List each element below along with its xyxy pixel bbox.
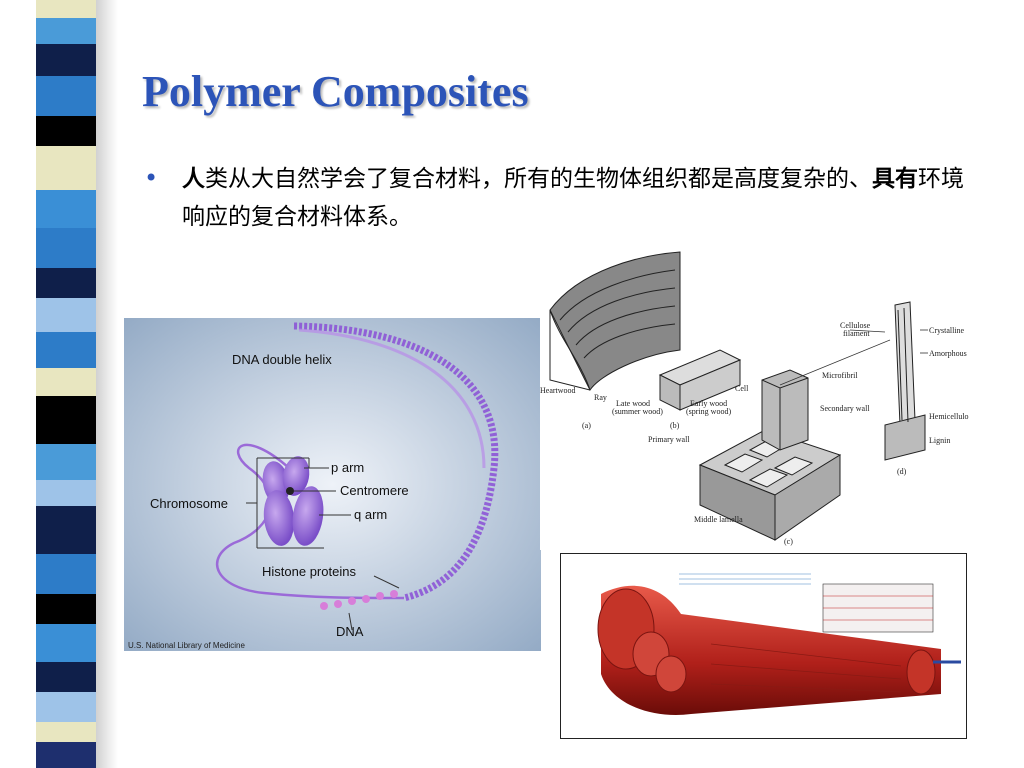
label-crystalline: Crystalline xyxy=(929,326,965,335)
chromosome-shape xyxy=(262,456,324,546)
label-microfibril: Microfibril xyxy=(822,371,858,380)
label-b: (b) xyxy=(670,421,680,430)
label-hemicellulose: Hemicellulo xyxy=(929,412,969,421)
dna-chromosome-image: DNA double helix p arm Centromere q arm … xyxy=(124,318,541,651)
label-dna-double-helix: DNA double helix xyxy=(232,352,332,367)
label-p-arm: p arm xyxy=(331,460,364,475)
label-cell: Cell xyxy=(735,384,749,393)
bullet-bold-mid: 具有 xyxy=(872,166,918,192)
label-q-arm: q arm xyxy=(354,507,387,522)
label-lignin: Lignin xyxy=(929,436,950,445)
bullet-text: 人类从大自然学会了复合材料，所有的生物体组织都是高度复杂的、具有环境响应的复合材… xyxy=(182,160,982,236)
label-c: (c) xyxy=(784,537,793,546)
label-amorphous: Amorphous xyxy=(929,349,967,358)
bullet-text-mid: 类从大自然学会了复合材料，所有的生物体组织都是高度复杂的、 xyxy=(205,166,872,192)
label-late-wood: Late wood xyxy=(616,399,650,408)
label-a: (a) xyxy=(582,421,591,430)
label-cellulose: Cellulose xyxy=(840,321,871,330)
wood-structure-image: Heartwood Ray (a) Late wood (summer wood… xyxy=(540,250,980,550)
slide-title: Polymer Composites xyxy=(142,67,529,116)
label-heartwood: Heartwood xyxy=(540,386,576,395)
label-middle-lamella: Middle lamella xyxy=(694,515,743,524)
label-histone: Histone proteins xyxy=(262,564,356,579)
decorative-stripe-bar xyxy=(0,0,118,768)
label-centromere: Centromere xyxy=(340,483,409,498)
bullet-dot-icon: • xyxy=(144,164,159,192)
muscle-fiber-image xyxy=(560,553,967,739)
bullet-bold-prefix: 人 xyxy=(182,166,205,192)
image-credit: U.S. National Library of Medicine xyxy=(128,641,245,650)
label-secondary-wall: Secondary wall xyxy=(820,404,870,413)
label-primary-wall: Primary wall xyxy=(648,435,690,444)
label-early-wood: Early wood xyxy=(690,399,727,408)
label-chromosome: Chromosome xyxy=(150,496,228,511)
label-filament: filament xyxy=(843,329,870,338)
label-dna: DNA xyxy=(336,624,364,639)
label-ray: Ray xyxy=(594,393,607,402)
label-spring-wood: (spring wood) xyxy=(686,407,731,416)
bullet-text-end: 环境响应的复合材料体系。 xyxy=(182,166,964,230)
label-d: (d) xyxy=(897,467,907,476)
label-summer-wood: (summer wood) xyxy=(612,407,663,416)
